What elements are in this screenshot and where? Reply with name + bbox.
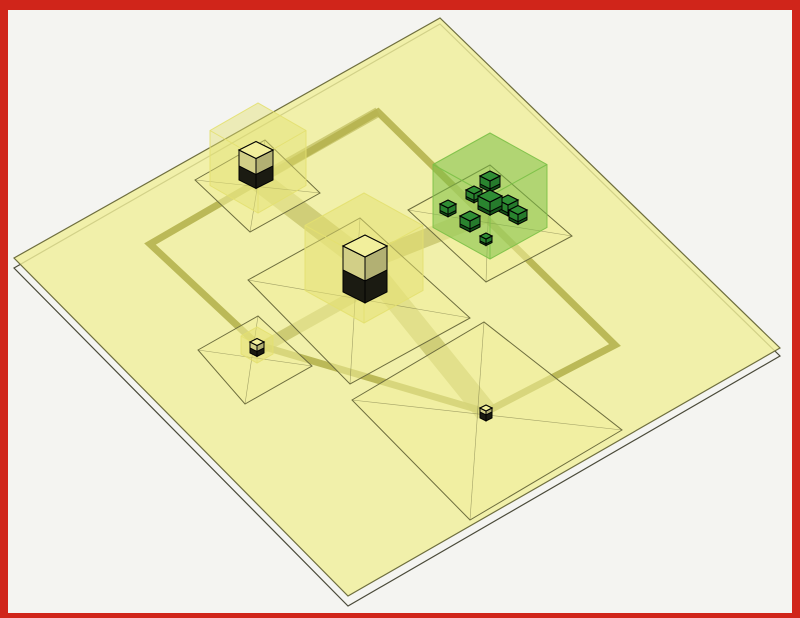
cluster-cube-5 (478, 190, 502, 215)
top-node-cube (239, 142, 273, 189)
cluster-cube-8 (480, 233, 492, 246)
cluster-cube-6 (460, 211, 480, 232)
small-node-cube (250, 339, 264, 357)
cluster-cube-1 (480, 171, 500, 192)
cluster-cube-7 (509, 206, 527, 225)
central-node-cube (343, 235, 387, 303)
bottom-node-cube (480, 405, 492, 421)
cluster-cube-4 (440, 200, 456, 217)
